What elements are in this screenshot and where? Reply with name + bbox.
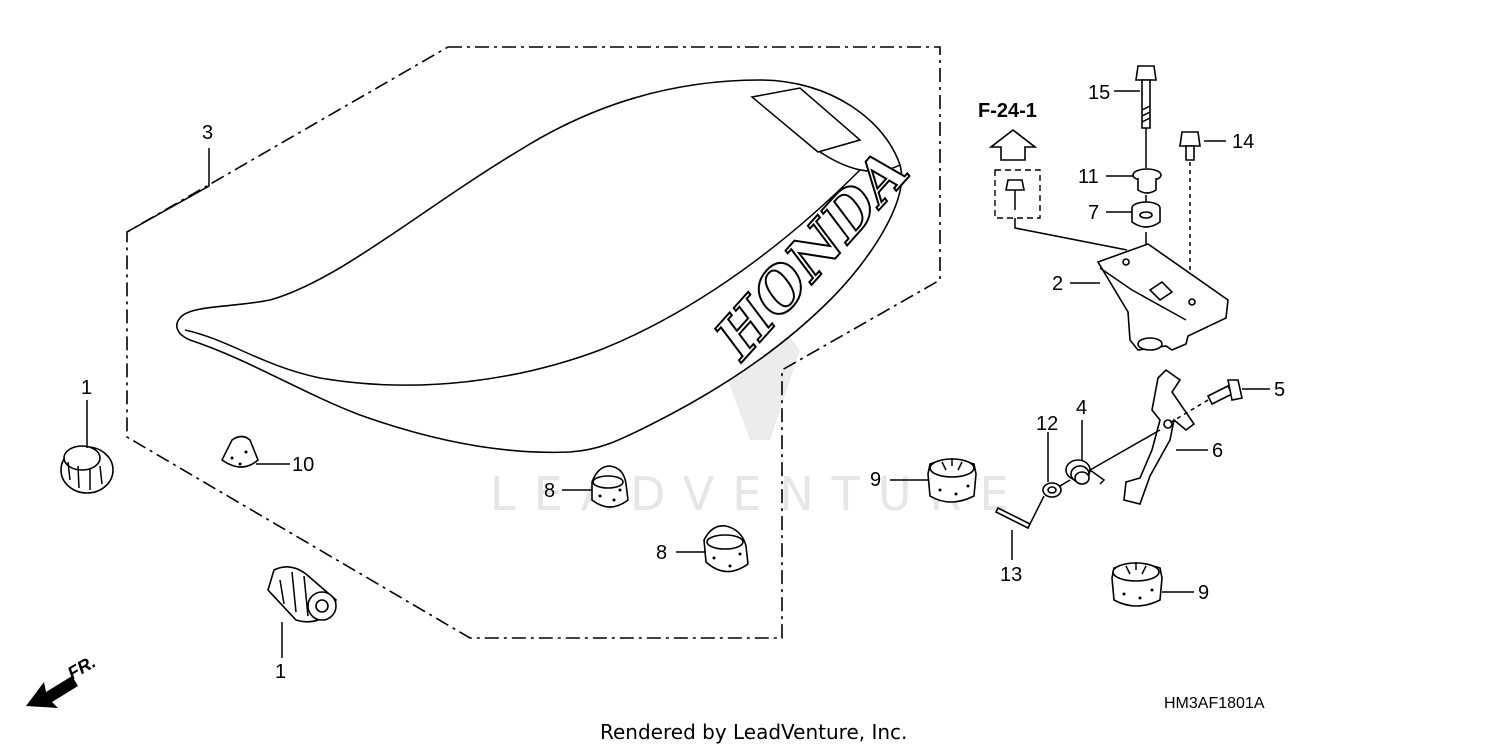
seat-rear-panel (750, 87, 862, 153)
part-6-lever (1123, 368, 1196, 505)
seat-shape (176, 79, 903, 454)
callout-9-b: 9 (1198, 582, 1209, 604)
callout-6: 6 (1212, 440, 1223, 462)
reference-arrow-icon (988, 128, 1038, 161)
callout-11: 11 (1078, 166, 1099, 188)
part-15-bolt (1135, 65, 1157, 168)
callout-8-a: 8 (544, 480, 555, 502)
callout-4: 4 (1076, 397, 1087, 419)
part-9-nut-a (927, 458, 977, 503)
reference-group: F-24-1 (978, 100, 1128, 251)
callout-12: 12 (1036, 413, 1058, 435)
part-13-cotter-pin (994, 495, 1045, 530)
callout-13: 13 (1000, 564, 1022, 586)
part-1-grommet-b (267, 566, 337, 623)
front-arrow-icon (26, 676, 78, 708)
front-direction-indicator: FR. (26, 652, 99, 708)
reference-bolt-box (994, 169, 1041, 219)
reference-label: F-24-1 (978, 100, 1037, 122)
callout-2: 2 (1052, 273, 1063, 295)
part-10-cushion (220, 435, 259, 468)
leader-lines (86, 90, 1270, 658)
callouts: 15 14 11 7 2 3 1 1 10 8 8 9 9 12 4 5 6 1… (81, 82, 1285, 683)
diagram-code: HM3AF1801A (1164, 695, 1265, 712)
seat-inner-line (184, 169, 861, 386)
part-11-collar (1132, 168, 1162, 205)
part-5-bolt (1167, 379, 1243, 425)
callout-14: 14 (1232, 131, 1254, 153)
part-4-spring (1065, 429, 1161, 485)
credit-text: Rendered by LeadVenture, Inc. (600, 720, 907, 744)
seat-group-boundary (126, 46, 941, 639)
reference-bolt-icon (1005, 179, 1025, 210)
part-9-nut-b (1111, 562, 1163, 607)
part-1-grommet-a (60, 445, 114, 494)
seat-assembly: HONDA (176, 79, 923, 454)
callout-1-top: 1 (81, 377, 92, 399)
part-8-cushion-b (703, 524, 749, 573)
watermark-text: LEADVENTURE (490, 467, 1027, 521)
callout-1-bottom: 1 (275, 661, 286, 683)
part-2-bracket (1096, 243, 1229, 351)
callout-10: 10 (292, 454, 314, 476)
callout-15: 15 (1088, 82, 1110, 104)
callout-8-b: 8 (656, 542, 667, 564)
callout-7: 7 (1088, 202, 1099, 224)
seat-rear-edge (819, 151, 901, 173)
callout-3: 3 (202, 122, 213, 144)
part-8-cushion-a (591, 465, 629, 508)
callout-5: 5 (1274, 379, 1285, 401)
callout-9-a: 9 (870, 469, 881, 491)
part-12-washer (1042, 479, 1071, 498)
